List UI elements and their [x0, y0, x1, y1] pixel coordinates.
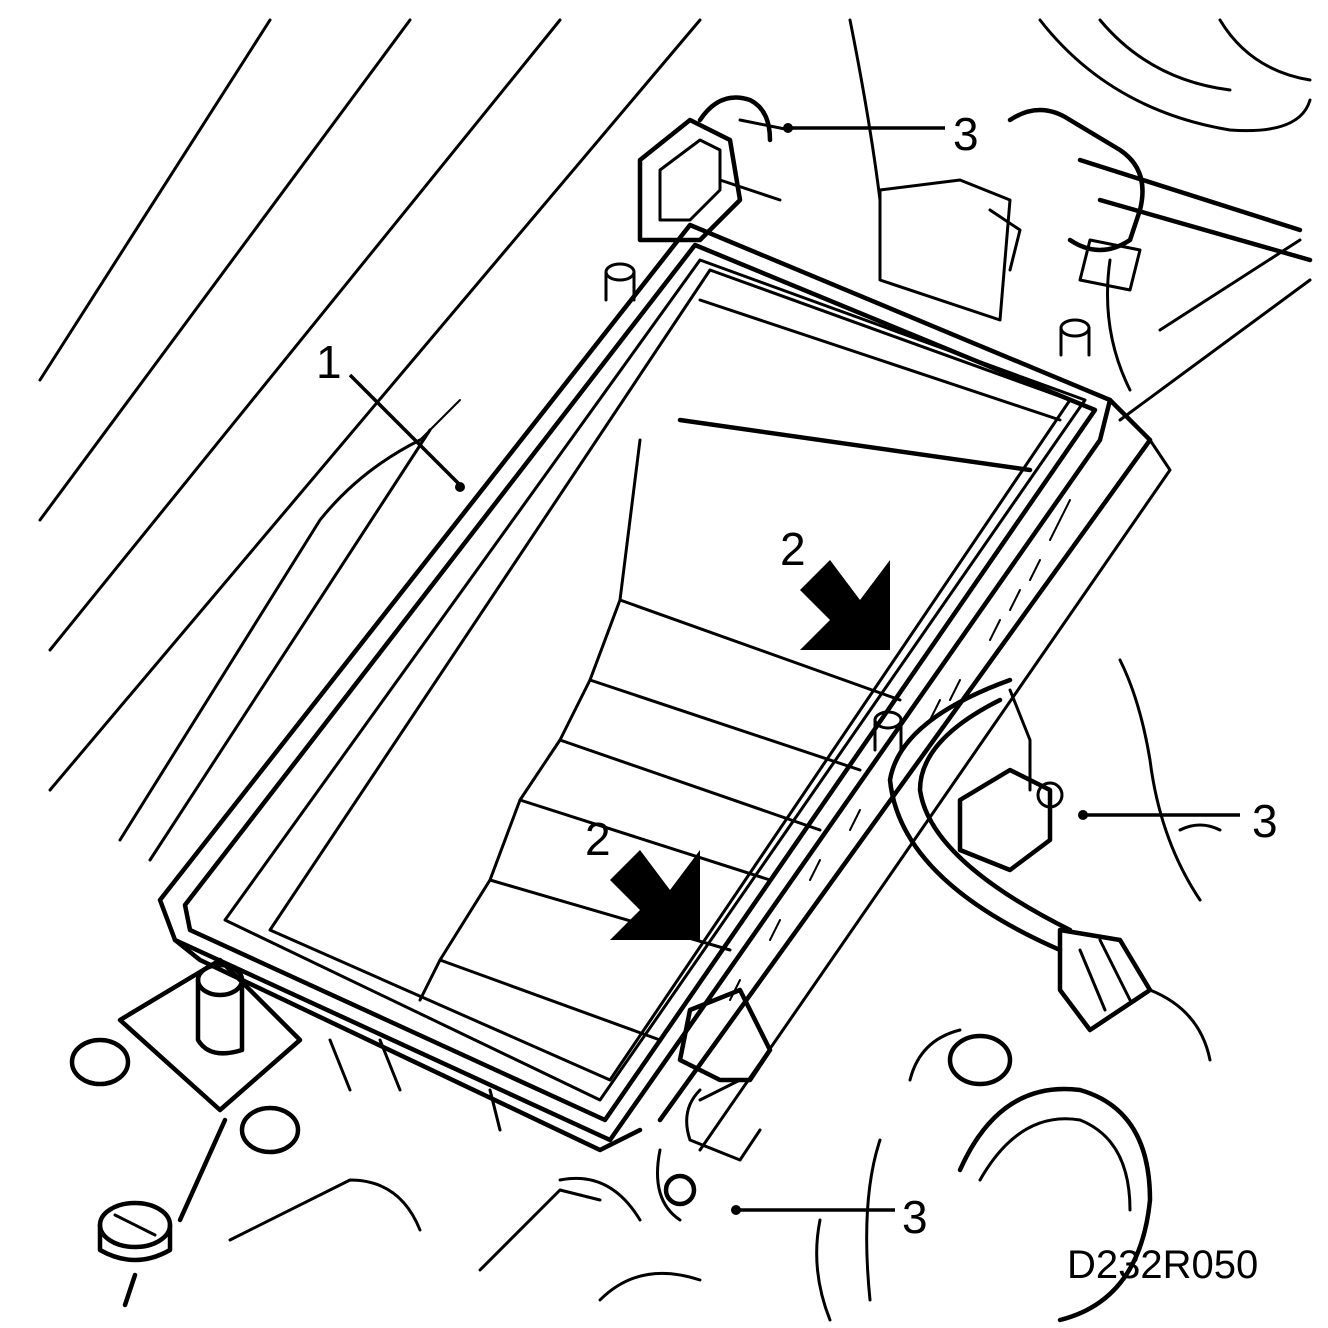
arrow-lower-icon: [610, 850, 700, 940]
right-clip: [957, 688, 1064, 873]
label-arrow-upper: 2: [780, 523, 806, 575]
lower-left-parts: [69, 957, 702, 1308]
callout-leaders: [348, 123, 1240, 1215]
wall-ribs: [729, 499, 1071, 1001]
bottom-clip: [656, 987, 773, 1222]
label-clip-bottom: 3: [902, 1191, 928, 1243]
background-panel-lines: [38, 18, 702, 862]
label-cover: 1: [316, 336, 342, 388]
air-filter-housing: [157, 222, 1172, 1153]
label-arrow-lower: 2: [585, 813, 611, 865]
upper-right-engine-parts: [848, 18, 1313, 422]
top-clip-bracket: [637, 95, 792, 243]
label-clip-top: 3: [953, 108, 979, 160]
hose-right: [887, 677, 1212, 1062]
arrow-upper-icon: [800, 560, 890, 650]
figure-code: D232R050: [1067, 1243, 1258, 1287]
label-clip-right: 3: [1252, 795, 1278, 847]
